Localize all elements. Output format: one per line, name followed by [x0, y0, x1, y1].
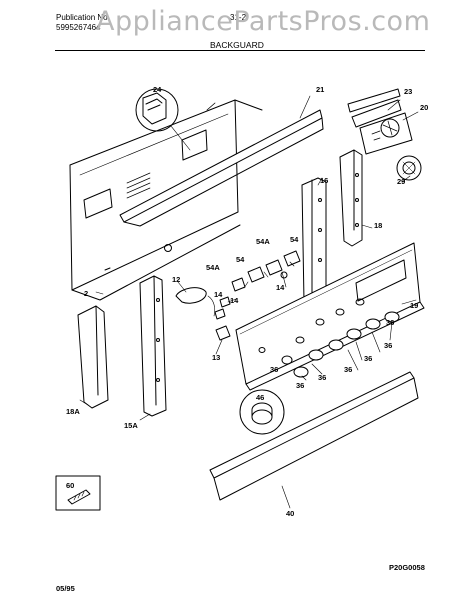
- header-rule: [55, 50, 425, 51]
- callout-36-g: 36: [270, 365, 278, 374]
- callout-40: 40: [286, 509, 294, 518]
- callout-29: 29: [397, 177, 405, 186]
- top-trim-strip: [119, 109, 324, 227]
- rear-panel: [69, 99, 263, 301]
- callout-23: 23: [404, 87, 412, 96]
- callout-24: 24: [153, 85, 162, 94]
- screw-inset-60: [55, 475, 101, 511]
- model-number: 31-2: [230, 13, 247, 22]
- callout-46: 46: [256, 393, 264, 402]
- callout-15a: 15A: [124, 421, 138, 430]
- callout-18: 18: [374, 221, 382, 230]
- switch-inset: [135, 88, 191, 151]
- callout-16: 16: [320, 176, 328, 185]
- callout-54-mid: 54: [236, 255, 245, 264]
- left-end-bracket: [77, 305, 109, 409]
- center-bracket: [301, 177, 327, 307]
- callout-14-left: 14: [214, 290, 223, 299]
- control-knobs: [258, 298, 400, 378]
- leader-lines: [79, 95, 419, 509]
- knob-inset-29: [396, 155, 422, 181]
- callout-36-d: 36: [344, 365, 352, 374]
- callout-36-c: 36: [364, 354, 372, 363]
- callout-20: 20: [420, 103, 428, 112]
- callout-36-a: 36: [386, 318, 394, 327]
- callout-14-mid: 14: [230, 296, 239, 305]
- figure-code: P20G0058: [389, 563, 425, 572]
- callout-36-e: 36: [318, 373, 326, 382]
- clock-assembly: [347, 88, 413, 155]
- section-title: BACKGUARD: [210, 40, 264, 50]
- callout-19: 19: [410, 301, 418, 310]
- callout-18a: 18A: [66, 407, 80, 416]
- callout-14-right: 14: [276, 283, 285, 292]
- callout-13: 13: [212, 353, 220, 362]
- callout-21: 21: [316, 85, 324, 94]
- callout-2: 2: [84, 289, 88, 298]
- front-trim-40: [209, 371, 419, 501]
- callout-36-f: 36: [296, 381, 304, 390]
- callout-54-top: 54: [290, 235, 299, 244]
- watermark: AppliancePartsPros.com: [96, 6, 431, 37]
- publication-number: 5995267464: [56, 23, 101, 32]
- publication-label: Publication No.: [56, 13, 110, 22]
- right-end-bracket: [339, 149, 363, 247]
- date-code: 05/95: [56, 584, 75, 593]
- callout-60: 60: [66, 481, 74, 490]
- callout-labels: 24 21 23 20 29 16 18 54 54A 54 54A 12 14…: [66, 85, 428, 518]
- callout-12: 12: [172, 275, 180, 284]
- callout-54a-mid: 54A: [206, 263, 220, 272]
- knob-inset-46: [239, 389, 285, 435]
- left-support: [139, 275, 167, 417]
- control-panel: [235, 242, 425, 391]
- switch-components: [175, 250, 301, 341]
- callout-36-b: 36: [384, 341, 392, 350]
- callout-54a-top: 54A: [256, 237, 270, 246]
